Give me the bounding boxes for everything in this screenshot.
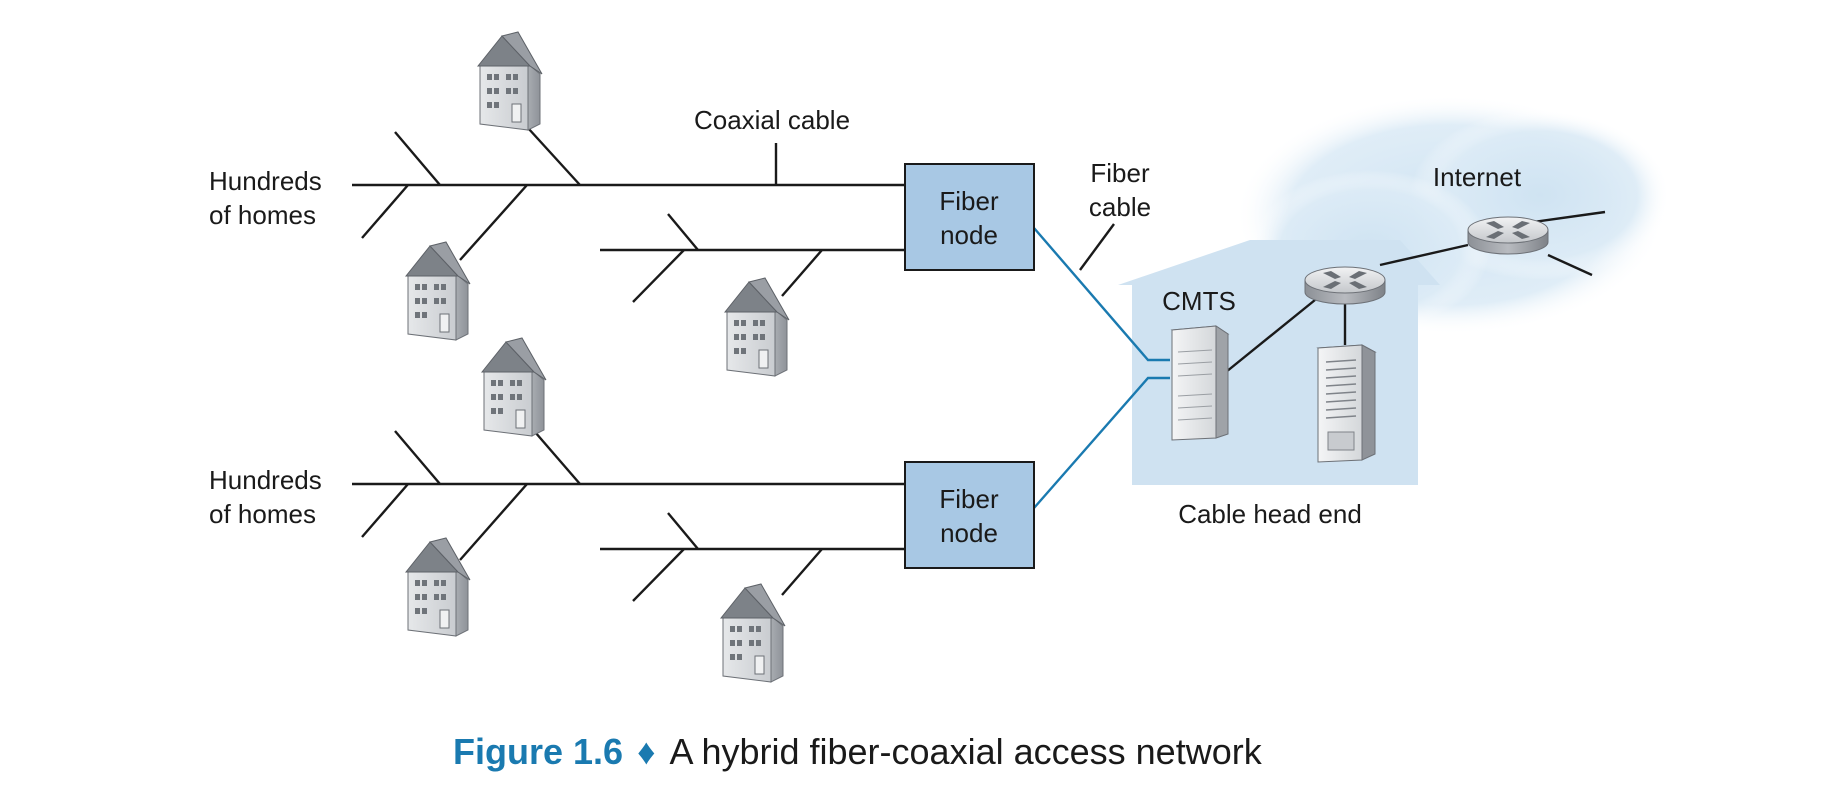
fiber-node-bottom-label-1: Fiber — [939, 484, 999, 514]
coax-tree-top — [352, 127, 905, 303]
fiber-cable-pointer — [1079, 223, 1115, 271]
coax-tree-bottom — [352, 430, 905, 602]
router-icon — [1467, 216, 1549, 255]
internet-label: Internet — [1433, 162, 1522, 192]
caption-separator: ♦ — [637, 731, 655, 772]
caption-text: A hybrid fiber-coaxial access network — [669, 731, 1262, 772]
house-icon — [477, 31, 543, 131]
homes-top-label-2: of homes — [209, 200, 316, 230]
house-icon — [405, 537, 471, 637]
homes-bottom-label-2: of homes — [209, 499, 316, 529]
fiber-line-bottom — [1033, 376, 1170, 509]
figure-number: Figure 1.6 — [453, 731, 623, 772]
fiber-line-top — [1033, 227, 1170, 362]
fiber-lines — [1033, 223, 1170, 509]
fiber-cable-label-1: Fiber — [1090, 158, 1150, 188]
figure-caption: Figure 1.6 ♦ A hybrid fiber-coaxial access… — [453, 731, 1263, 772]
cable-head-end-label: Cable head end — [1178, 499, 1362, 529]
fiber-node-top: Fiber node — [904, 163, 1035, 271]
router-icon — [1304, 266, 1386, 305]
cmts-label: CMTS — [1162, 286, 1236, 316]
homes-top-label-1: Hundreds — [209, 166, 322, 196]
fiber-node-bottom: Fiber node — [904, 461, 1035, 569]
homes-bottom-label-1: Hundreds — [209, 465, 322, 495]
cmts-icon — [1170, 325, 1230, 441]
fiber-node-top-label-1: Fiber — [939, 186, 999, 216]
house-icon — [720, 583, 786, 683]
coaxial-cable-label: Coaxial cable — [694, 105, 850, 135]
fiber-node-bottom-label-2: node — [940, 518, 998, 548]
fiber-cable-label-2: cable — [1089, 192, 1151, 222]
house-icon — [481, 337, 547, 437]
house-icon — [724, 277, 790, 377]
server-icon — [1316, 344, 1377, 463]
cable-head-end-building — [1118, 240, 1440, 485]
fiber-node-top-label-2: node — [940, 220, 998, 250]
house-icon — [405, 241, 471, 341]
